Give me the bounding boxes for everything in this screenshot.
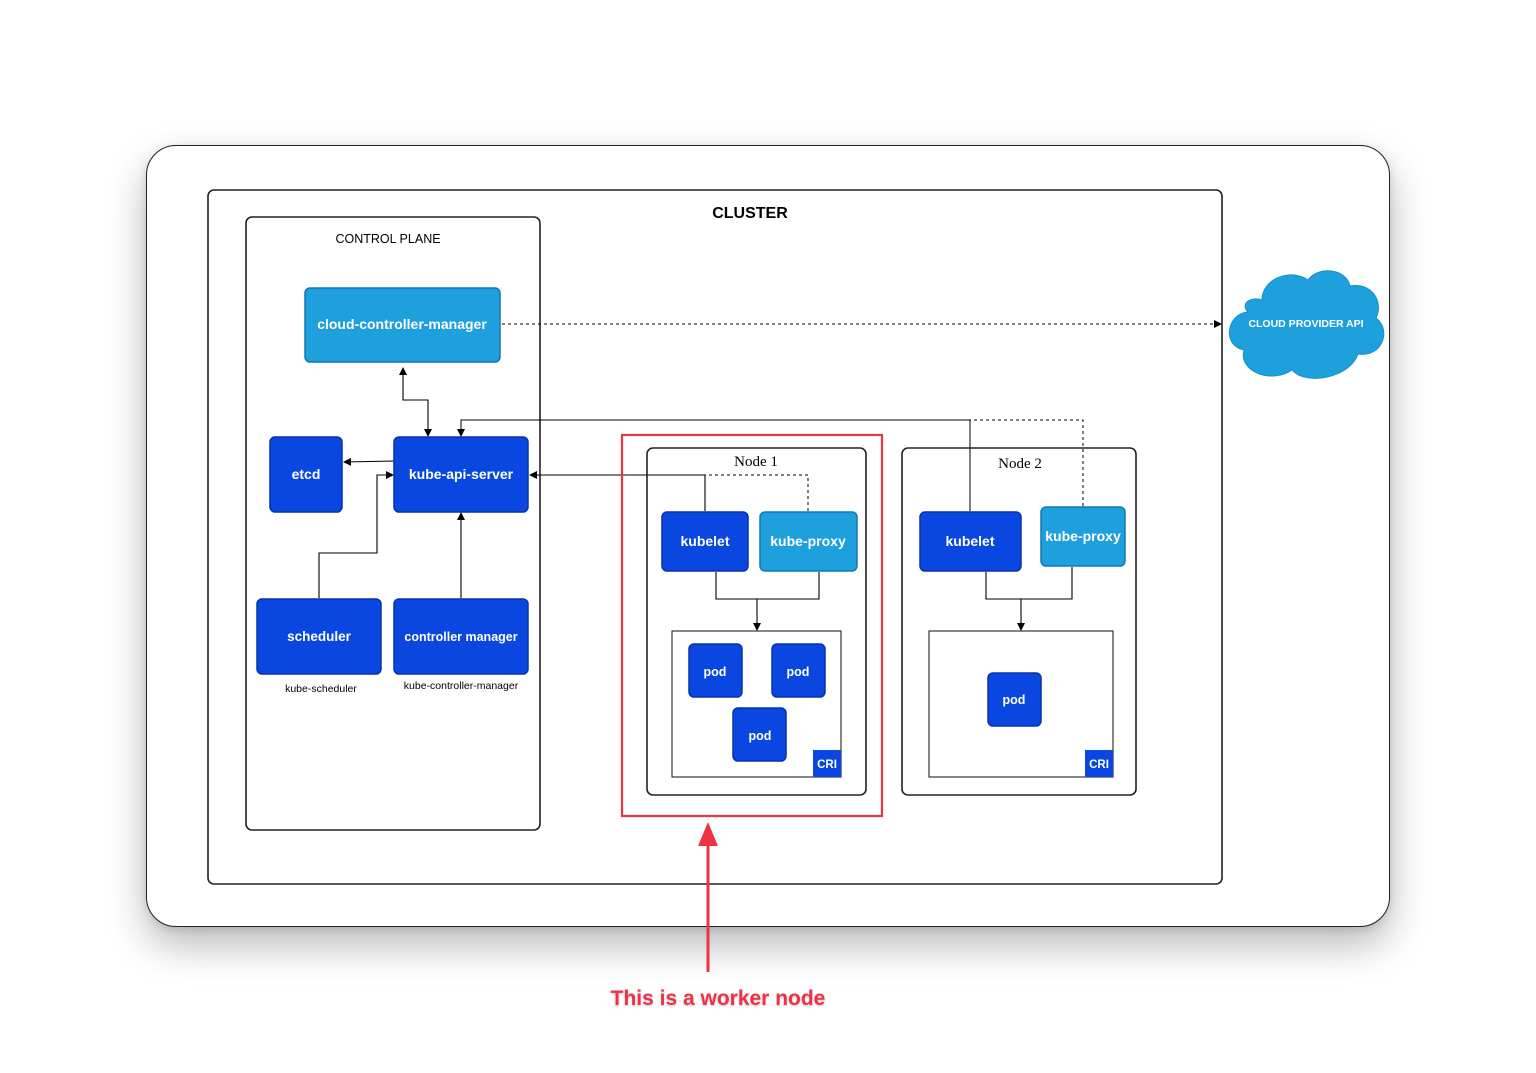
node2-kubelet-api-connector: [457, 419, 971, 511]
api-etcd-connector: [343, 457, 395, 466]
node1-kube-proxy-box[interactable]: kube-proxy: [759, 511, 858, 572]
node1-pod-3[interactable]: pod: [732, 707, 787, 762]
node1-proxy-api-connector: [705, 474, 809, 511]
cluster-box: [207, 189, 1223, 885]
node2-pod-1-label: pod: [1003, 693, 1026, 707]
node2-box: [901, 447, 1137, 796]
annotation-arrow-head: [698, 822, 718, 846]
scheduler-caption: kube-scheduler: [285, 683, 357, 695]
node1-pod-1[interactable]: pod: [688, 643, 743, 698]
node2-runtime-box: [928, 630, 1114, 778]
node1-pod-1-label: pod: [704, 665, 727, 679]
node2-kube-proxy-box[interactable]: kube-proxy: [1040, 506, 1126, 567]
node1-pod-2-label: pod: [787, 665, 810, 679]
node2-title: Node 2: [998, 456, 1042, 472]
kube-api-server-box[interactable]: kube-api-server: [393, 436, 529, 513]
scheduler-label: scheduler: [287, 629, 352, 644]
ccm-api-connector: [399, 367, 432, 437]
node1-box: [646, 447, 867, 796]
controller-manager-caption: kube-controller-manager: [404, 680, 519, 692]
controller-manager-label: controller manager: [404, 630, 517, 644]
node1-cri-badge: CRI: [813, 750, 841, 777]
node1-cri-label: CRI: [817, 759, 837, 771]
control-plane-box: [245, 216, 541, 831]
controller-manager-box[interactable]: controller manager: [393, 598, 529, 675]
node2-kubelet-label: kubelet: [945, 533, 994, 549]
scheduler-api-connector: [318, 471, 394, 598]
cloud-controller-manager-box[interactable]: cloud-controller-manager: [304, 287, 501, 363]
cloud-provider-api-label: CLOUD PROVIDER API: [1248, 318, 1363, 330]
node1-pod-2[interactable]: pod: [771, 643, 826, 698]
etcd-label: etcd: [292, 466, 321, 482]
kube-api-server-label: kube-api-server: [409, 466, 514, 482]
node2-kubelet-box[interactable]: kubelet: [919, 511, 1022, 572]
node1-pod-3-label: pod: [749, 729, 772, 743]
node1-title: Node 1: [734, 454, 778, 470]
cloud-controller-manager-label: cloud-controller-manager: [317, 316, 487, 332]
node2-cri-badge: CRI: [1085, 750, 1113, 777]
cluster-title: CLUSTER: [712, 205, 788, 222]
node2-proxy-api-connector: [970, 419, 1084, 506]
node1-runtime-box: [671, 630, 842, 778]
node1-kubelet-label: kubelet: [680, 533, 729, 549]
node2-runtime-connector: [985, 567, 1073, 600]
annotation-text: This is a worker node: [611, 987, 826, 1010]
node2-kube-proxy-label: kube-proxy: [1045, 528, 1121, 544]
node2-pod-1[interactable]: pod: [987, 672, 1042, 727]
node1-kubelet-api-connector: [529, 471, 706, 511]
etcd-box[interactable]: etcd: [269, 436, 343, 513]
node2-cri-label: CRI: [1089, 759, 1109, 771]
scheduler-box[interactable]: scheduler: [256, 598, 382, 675]
node1-kube-proxy-label: kube-proxy: [770, 533, 846, 549]
cloud-provider-api[interactable]: CLOUD PROVIDER API: [1228, 270, 1385, 379]
worker-node-highlight: [620, 433, 884, 818]
control-plane-title: CONTROL PLANE: [335, 232, 440, 246]
node1-runtime-connector: [715, 572, 820, 600]
node1-kubelet-box[interactable]: kubelet: [661, 511, 749, 572]
